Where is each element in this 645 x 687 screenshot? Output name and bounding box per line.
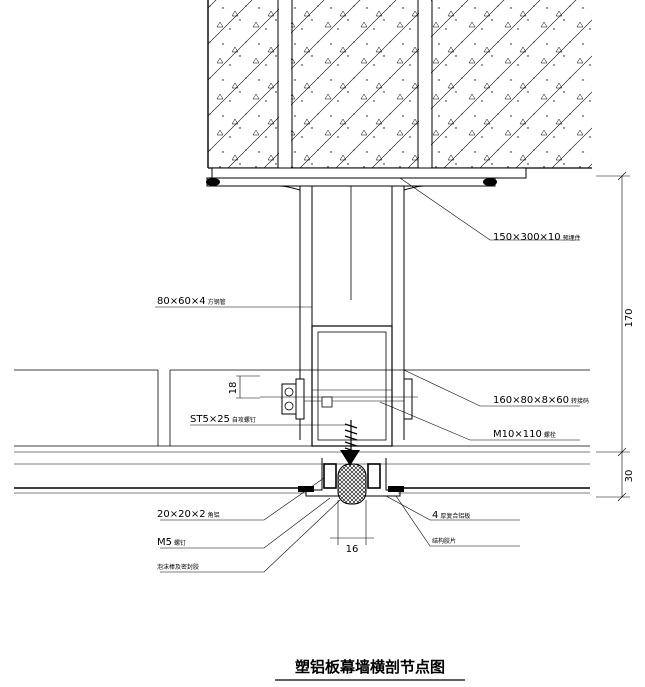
bolt [260,378,418,420]
concrete-wall [207,0,592,169]
self-tap-screw [344,420,358,460]
embed-plate [206,167,527,187]
label-sealant: 泡沫棒及密封胶 [157,563,199,571]
dimension-upper: 170 [624,308,635,327]
dimension-lines [236,171,630,545]
dimension-bolt-offset: 18 [228,382,239,395]
aluminum-panels [14,369,590,494]
dimension-lower: 30 [624,470,635,483]
label-structural-glue: 结构胶片 [432,537,456,545]
drawing-title: 塑铝板幕墙横剖节点图 [295,658,445,676]
dimension-joint-width: 16 [346,544,359,555]
panel-joint [298,450,404,505]
leader-lines [155,177,580,573]
square-tube [311,325,393,447]
